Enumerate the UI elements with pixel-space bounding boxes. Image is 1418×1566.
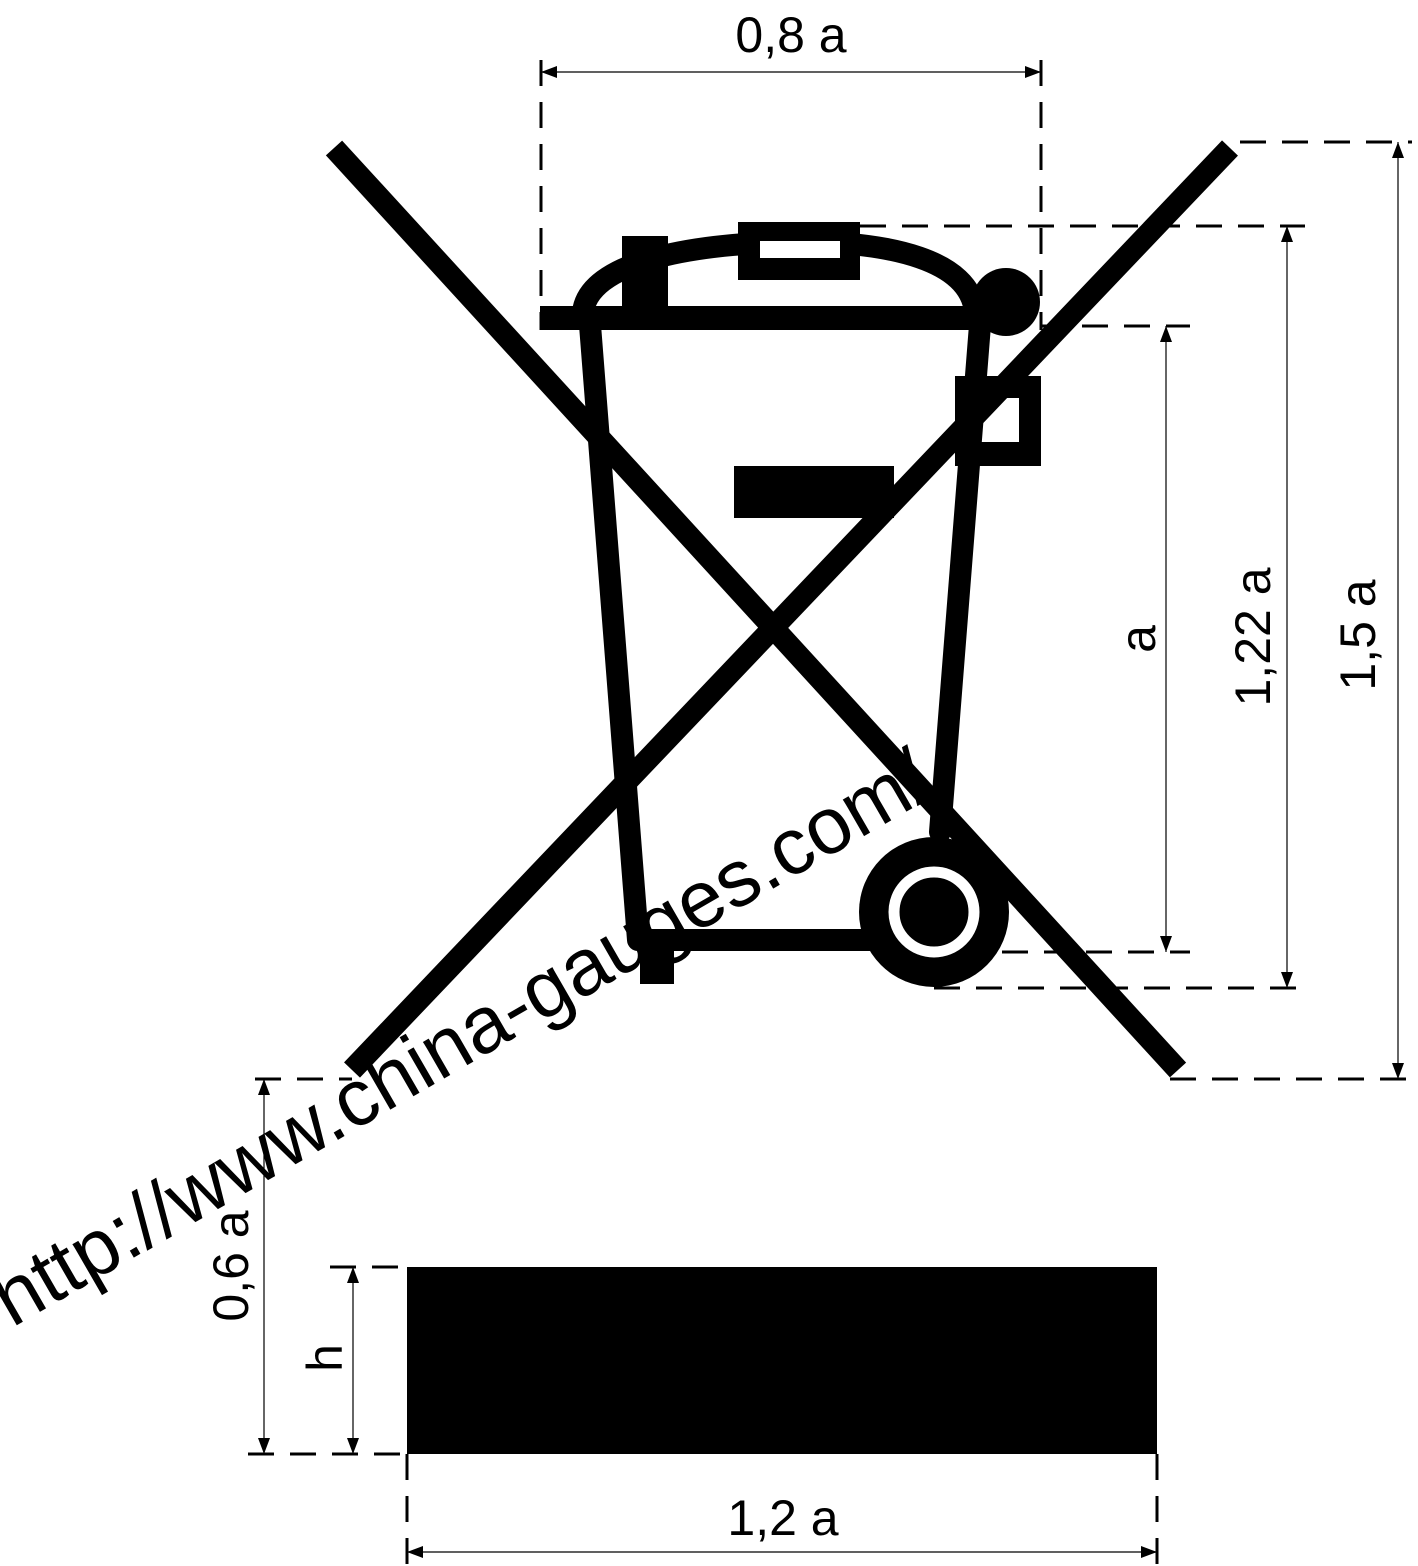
dimension-body-height: a [960, 324, 1190, 954]
label-top-width: 0,8 a [735, 7, 846, 63]
crossed-out-wheelie-bin-symbol [325, 140, 1238, 1078]
dimension-bar-height: h [297, 1265, 407, 1454]
cross-line-up [344, 140, 1238, 1078]
dimension-bin-height: 1,22 a [860, 224, 1305, 990]
bin-body-slot [734, 466, 894, 518]
label-gap-height: 0,6 a [203, 1210, 259, 1321]
label-bar-height: h [297, 1344, 353, 1372]
bin-lid-handle-cutout [760, 241, 840, 258]
label-bin-height: 1,22 a [1225, 567, 1281, 706]
label-cross-height: 1,5 a [1330, 579, 1386, 690]
bin-foot [640, 940, 674, 984]
dimension-cross-height: 1,5 a [1170, 140, 1412, 1081]
bin-wheel-ring [888, 866, 980, 958]
dimension-top-width: 0,8 a [539, 7, 1043, 330]
bin-lid-hinge [622, 236, 668, 312]
solid-bar [407, 1267, 1157, 1454]
label-bar-width: 1,2 a [727, 1490, 838, 1546]
watermark: http://www.china-gauges.com/ [0, 732, 945, 1343]
cross-line-down [325, 140, 1187, 1078]
bin-wheel [859, 837, 1009, 987]
dimension-gap-height: 0,6 a [203, 1077, 407, 1456]
bin-lid-rim [540, 306, 1010, 330]
dimension-bar-width: 1,2 a [405, 1454, 1159, 1566]
label-body-height: a [1110, 625, 1166, 653]
